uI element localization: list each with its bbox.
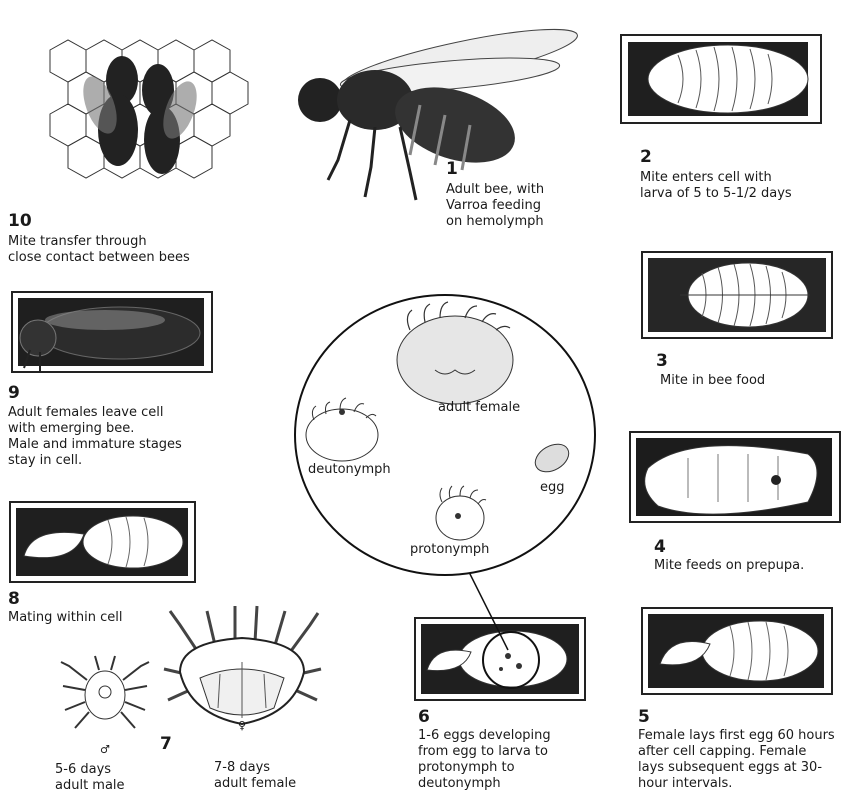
center-circle — [290, 290, 600, 580]
stage-7-female-symbol: ♀ — [238, 718, 246, 733]
stage-8-number: 8 — [8, 590, 20, 608]
label-adult-female: adult female — [438, 400, 520, 415]
stage-7-male-symbol: ♂ — [100, 742, 110, 757]
label-deutonymph: deutonymph — [308, 462, 391, 477]
stage-9-number: 9 — [8, 384, 20, 402]
stage-9-illustration — [10, 288, 225, 380]
stage-8-caption: Mating within cell — [8, 610, 122, 626]
label-egg: egg — [540, 480, 565, 495]
label-protonymph: protonymph — [410, 542, 489, 557]
stage-7-male-mite-icon — [55, 650, 155, 745]
stage-8-illustration — [8, 498, 208, 588]
stage-10-number: 10 — [8, 212, 32, 230]
stage-7-number: 7 — [160, 735, 172, 753]
